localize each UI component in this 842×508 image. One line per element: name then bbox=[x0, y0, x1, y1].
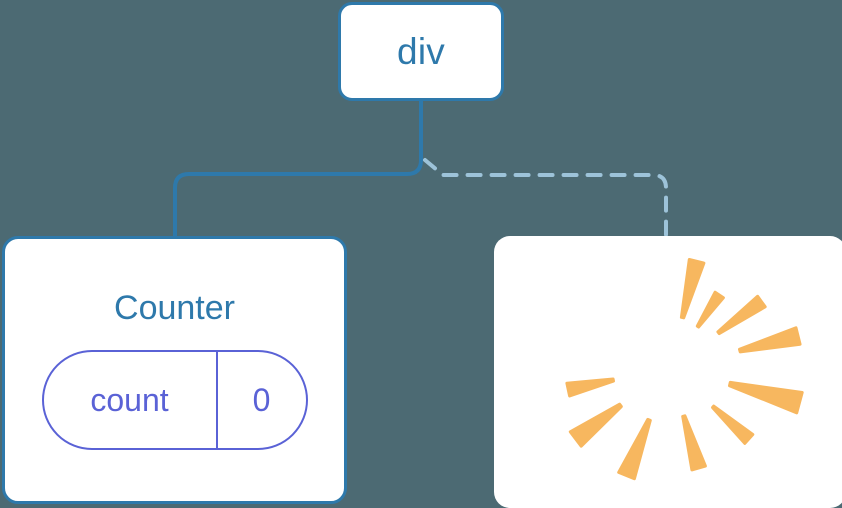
state-pill-value: 0 bbox=[252, 381, 271, 418]
edge-div-to-burst bbox=[423, 158, 668, 239]
node-div[interactable]: div bbox=[338, 2, 504, 101]
node-counter-label: Counter bbox=[114, 289, 235, 327]
node-counter[interactable]: Counter count 0 bbox=[2, 236, 347, 504]
burst-ray-6 bbox=[681, 414, 707, 472]
edge-div-to-counter bbox=[173, 99, 423, 239]
burst-ray-9 bbox=[565, 377, 615, 398]
state-pill-key: count bbox=[44, 352, 218, 448]
state-pill-count[interactable]: count 0 bbox=[41, 350, 308, 450]
burst-ray-0 bbox=[679, 258, 706, 320]
burst-ray-2 bbox=[716, 294, 767, 336]
burst-ray-4 bbox=[728, 380, 804, 415]
burst-ray-8 bbox=[568, 402, 623, 448]
burst-ray-1 bbox=[695, 290, 725, 329]
burst-ray-5 bbox=[711, 404, 755, 445]
sparkle-burst-icon bbox=[565, 258, 804, 481]
burst-ray-3 bbox=[738, 326, 802, 354]
node-div-label: div bbox=[397, 31, 445, 72]
burst-ray-7 bbox=[617, 417, 652, 481]
node-burst[interactable] bbox=[494, 236, 842, 508]
